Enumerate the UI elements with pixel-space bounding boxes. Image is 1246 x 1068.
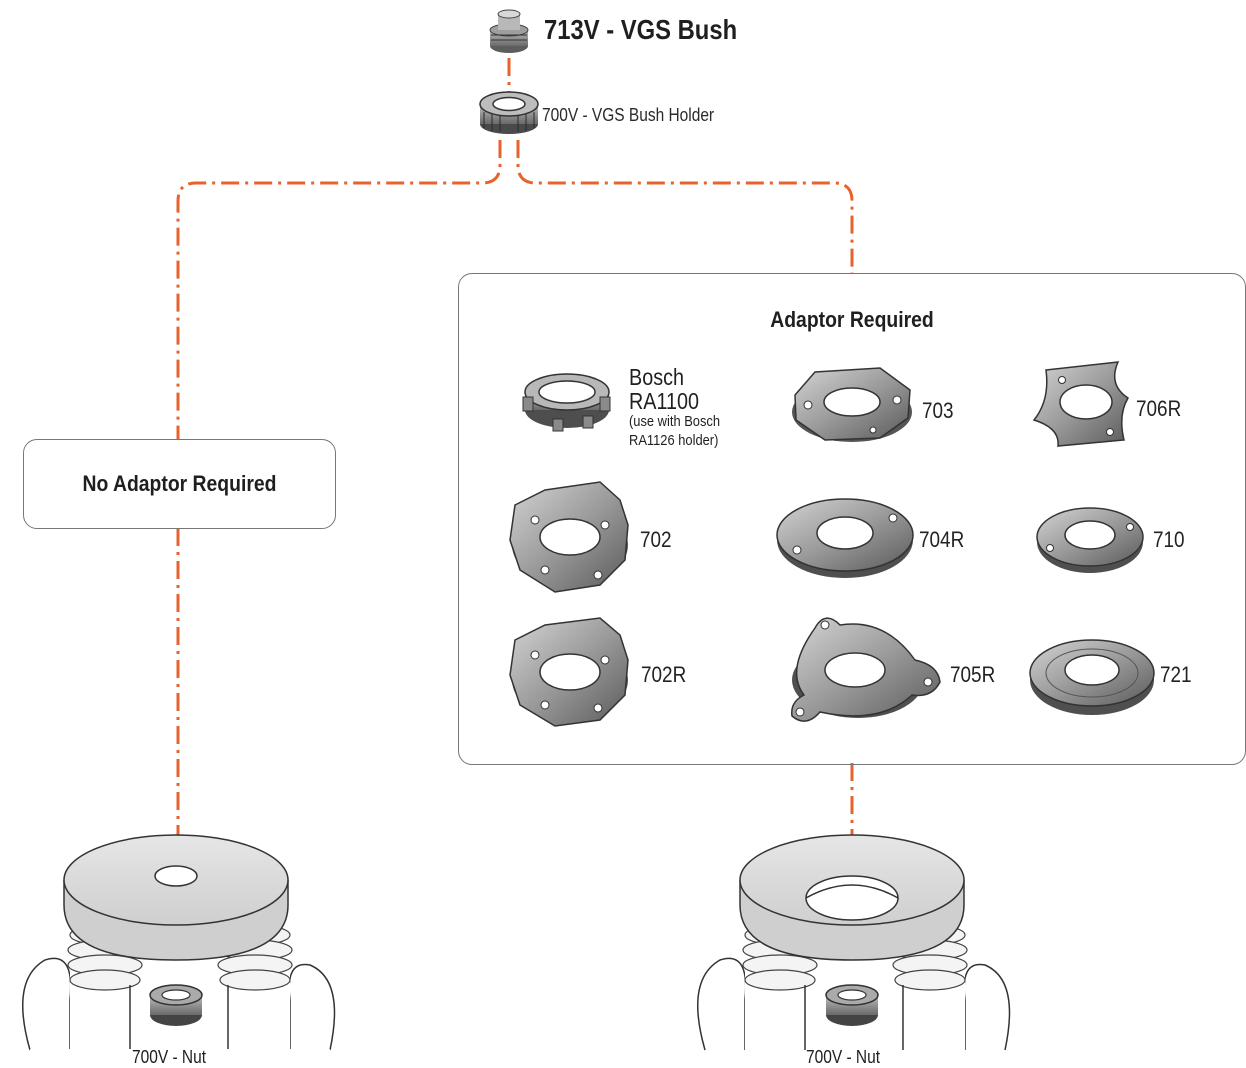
connector-right-branch	[516, 140, 854, 273]
adaptor-702r-icon	[509, 617, 629, 727]
adaptor-721-icon	[1029, 639, 1155, 715]
bosch-note: (use with Bosch RA1126 holder)	[629, 413, 720, 451]
right-router-illustration	[696, 834, 1011, 1051]
part-label-703: 703	[922, 398, 954, 423]
part-label-721: 721	[1160, 662, 1192, 687]
adaptor-required-title: Adaptor Required	[770, 307, 934, 332]
part-label-710: 710	[1153, 527, 1185, 552]
bosch-note-line2: RA1126 holder)	[629, 431, 719, 449]
bosch-ra1100-icon	[522, 373, 611, 432]
bush-title: 713V - VGS Bush	[544, 14, 738, 45]
connector-left-branch	[176, 140, 502, 439]
no-adaptor-box: No Adaptor Required	[23, 439, 336, 529]
left-nut-label: 700V - Nut	[132, 1047, 207, 1067]
adaptor-704r-icon	[776, 498, 914, 578]
part-label-706r: 706R	[1136, 396, 1182, 421]
left-router-illustration	[21, 834, 336, 1051]
part-label-702: 702	[640, 527, 672, 552]
part-label-704r: 704R	[919, 527, 965, 552]
part-label-705r: 705R	[950, 662, 996, 687]
adaptor-required-box: Adaptor Required	[458, 273, 1246, 765]
holder-label: 700V - VGS Bush Holder	[542, 105, 715, 125]
part-label-702r: 702R	[641, 662, 687, 687]
adaptor-705r-icon	[791, 617, 941, 722]
bosch-note-line1: (use with Bosch	[629, 413, 721, 430]
bosch-model-label: RA1100	[629, 388, 700, 414]
bush-holder-700v-icon	[479, 91, 539, 134]
adaptor-702-icon	[509, 481, 629, 593]
bosch-label: Bosch	[629, 364, 684, 390]
adaptor-710-icon	[1036, 507, 1144, 573]
adaptor-703-icon	[792, 367, 912, 442]
adaptor-706r-icon	[1032, 361, 1130, 447]
bush-713v-icon	[489, 9, 529, 53]
no-adaptor-title: No Adaptor Required	[82, 471, 277, 496]
right-nut-label: 700V - Nut	[806, 1047, 881, 1067]
